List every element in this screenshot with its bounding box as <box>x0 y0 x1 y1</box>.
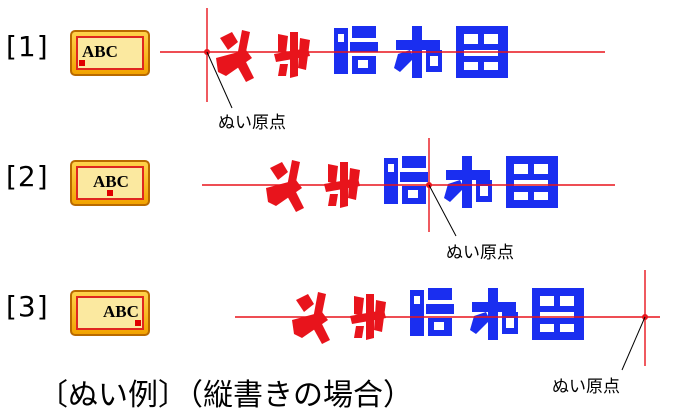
align-center-button[interactable]: ABC <box>70 160 150 206</box>
button-abc-text: ABC <box>93 172 129 191</box>
origin-marker-icon <box>107 190 113 196</box>
button-panel: ABC <box>76 296 144 330</box>
origin-caption-3: ぬい原点 <box>552 377 620 397</box>
button-panel: ABC <box>76 36 144 70</box>
row-3-label: [3] <box>6 290 49 323</box>
stitch-row-2 <box>202 138 615 237</box>
stitch-row-3 <box>235 270 660 371</box>
button-abc-text: ABC <box>82 42 118 61</box>
origin-marker-icon <box>79 60 85 66</box>
button-abc-text: ABC <box>103 302 139 321</box>
origin-caption-1: ぬい原点 <box>218 113 286 133</box>
stitch-illustrations <box>160 8 660 371</box>
row-2-label: [2] <box>6 160 49 193</box>
align-right-button[interactable]: ABC <box>70 290 150 336</box>
button-panel: ABC <box>76 166 144 200</box>
origin-caption-2: ぬい原点 <box>446 243 514 263</box>
row-1-label: [1] <box>6 30 49 63</box>
stitch-row-1 <box>160 8 605 109</box>
origin-marker-icon <box>135 320 141 326</box>
align-left-button[interactable]: ABC <box>70 30 150 76</box>
figure-caption: 〔ぬい例〕（縦書きの場合） <box>38 378 413 413</box>
